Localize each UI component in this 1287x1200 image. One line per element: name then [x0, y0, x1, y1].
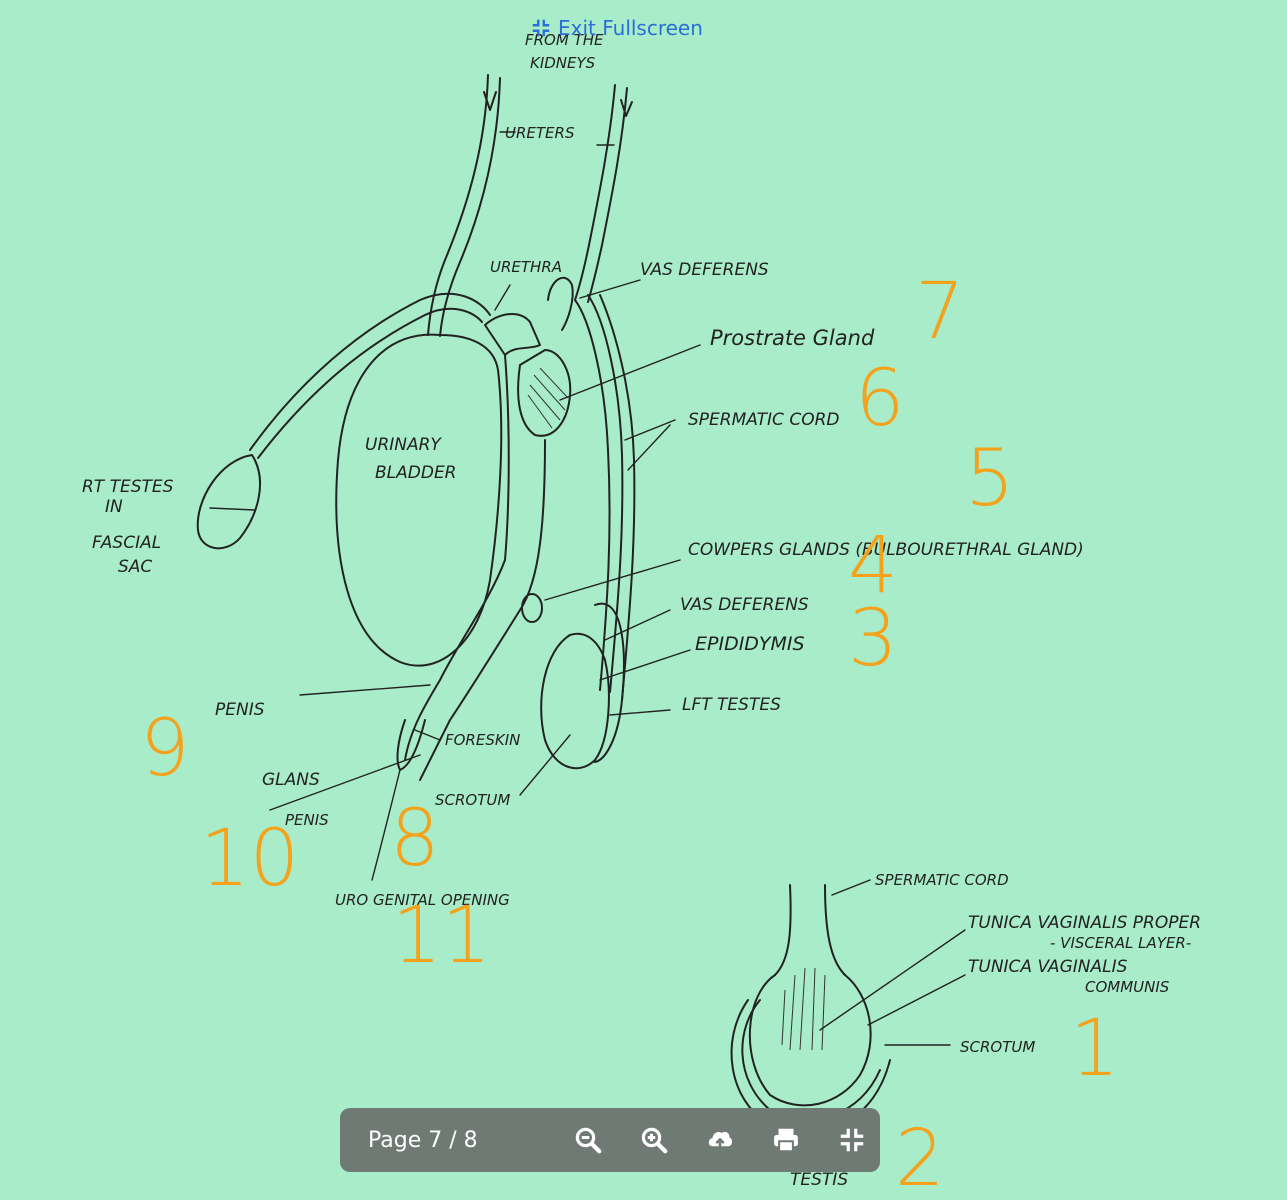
- marker-5: 5: [965, 434, 1015, 524]
- exit-fullscreen-icon: [532, 19, 550, 37]
- marker-8: 8: [390, 794, 440, 884]
- marker-4: 4: [848, 521, 898, 611]
- label-tunica-proper-2: - VISCERAL LAYER-: [1050, 934, 1191, 952]
- prostate-hatch: [527, 367, 569, 429]
- label-lft-testes: LFT TESTES: [682, 695, 781, 715]
- rt-testes: [196, 454, 261, 550]
- marker-1: 1: [1070, 1004, 1120, 1094]
- label-prostate: Prostrate Gland: [710, 326, 875, 350]
- right-ureter: [574, 84, 616, 301]
- label-foreskin: FORESKIN: [445, 731, 520, 749]
- marker-3: 3: [848, 594, 898, 684]
- prostate-gland: [517, 349, 572, 437]
- right-ureter-inner: [587, 87, 628, 303]
- label-cs-scrotum: SCROTUM: [960, 1038, 1035, 1056]
- leader-lines: [209, 131, 966, 1171]
- upload-icon: [708, 1131, 733, 1150]
- label-glans-1: GLANS: [262, 770, 320, 790]
- exit-fullscreen-label: Exit Fullscreen: [558, 16, 703, 40]
- label-rt-testes-3: FASCIAL: [92, 533, 161, 553]
- label-vas-deferens-top: VAS DEFERENS: [640, 260, 769, 280]
- lft-vas-deferens-inner: [587, 294, 624, 693]
- label-spermatic-cord: SPERMATIC CORD: [688, 410, 839, 430]
- marker-11: 11: [392, 891, 491, 981]
- zoom-out-icon: [575, 1127, 602, 1154]
- cs-testis: [748, 974, 872, 1107]
- label-tunica-proper-1: TUNICA VAGINALIS PROPER: [968, 913, 1201, 933]
- urethra-loop: [547, 276, 574, 331]
- label-epididymis: EPIDIDYMIS: [695, 633, 805, 655]
- label-rt-testes-1: RT TESTES: [82, 477, 174, 497]
- marker-2: 2: [895, 1114, 945, 1200]
- upload-button[interactable]: [694, 1114, 746, 1166]
- zoom-in-icon: [641, 1127, 668, 1154]
- bladder-neck: [484, 313, 541, 356]
- label-penis: PENIS: [215, 700, 265, 720]
- rt-vas-deferens: [249, 292, 491, 451]
- epididymis: [594, 602, 625, 763]
- urethra-inner: [419, 439, 546, 781]
- cs-spermatic-cord-right: [824, 884, 846, 976]
- print-button[interactable]: [760, 1114, 812, 1166]
- cowpers-gland: [521, 593, 543, 623]
- marker-7: 7: [915, 267, 965, 357]
- left-ureter: [427, 74, 489, 336]
- marker-6: 6: [855, 354, 905, 444]
- spermatic-cord: [599, 294, 636, 701]
- label-urethra: URETHRA: [490, 258, 562, 276]
- label-glans-2: PENIS: [285, 811, 329, 829]
- zoom-out-button[interactable]: [562, 1114, 614, 1166]
- rt-vas-deferens-inner: [257, 307, 483, 459]
- exit-fullscreen-link[interactable]: Exit Fullscreen: [530, 14, 703, 42]
- print-icon: [774, 1128, 798, 1153]
- label-urogenital: URO GENITAL OPENING: [335, 891, 510, 909]
- label-tunica-communis-1: TUNICA VAGINALIS: [968, 957, 1128, 977]
- penis-tip: [396, 719, 426, 771]
- label-cs-spermatic-cord: SPERMATIC CORD: [875, 871, 1009, 889]
- label-testis: TESTIS: [790, 1170, 848, 1190]
- exit-fullscreen-button[interactable]: [826, 1114, 878, 1166]
- label-scrotum: SCROTUM: [435, 791, 510, 809]
- collapse-icon: [840, 1128, 864, 1152]
- label-bladder-1: URINARY: [365, 435, 442, 455]
- marker-10: 10: [200, 814, 299, 904]
- label-rt-testes-4: SAC: [118, 557, 152, 577]
- arrow-right: [620, 99, 633, 117]
- cs-testis-hatch: [781, 967, 826, 1051]
- zoom-in-button[interactable]: [628, 1114, 680, 1166]
- label-from-kidneys-2: KIDNEYS: [530, 54, 596, 72]
- label-rt-testes-2: IN: [105, 497, 123, 517]
- label-cowpers: COWPERS GLANDS (BULBOURETHRAL GLAND): [688, 540, 1084, 560]
- scrotum: [540, 632, 610, 770]
- label-bladder-2: BLADDER: [375, 463, 457, 483]
- label-vas-deferens-mid: VAS DEFERENS: [680, 595, 809, 615]
- cs-tunica: [741, 999, 881, 1120]
- label-ureters: URETERS: [505, 124, 575, 142]
- cs-spermatic-cord-left: [774, 884, 792, 976]
- viewer-toolbar: Page 7 / 8: [340, 1108, 880, 1172]
- label-tunica-communis-2: COMMUNIS: [1085, 978, 1170, 996]
- urogenital-line: [371, 769, 401, 881]
- urethra: [404, 354, 510, 761]
- marker-9: 9: [140, 704, 190, 794]
- urinary-bladder: [335, 333, 503, 667]
- lft-vas-deferens: [574, 299, 611, 691]
- page-indicator: Page 7 / 8: [368, 1127, 478, 1153]
- arrow-left: [483, 91, 497, 111]
